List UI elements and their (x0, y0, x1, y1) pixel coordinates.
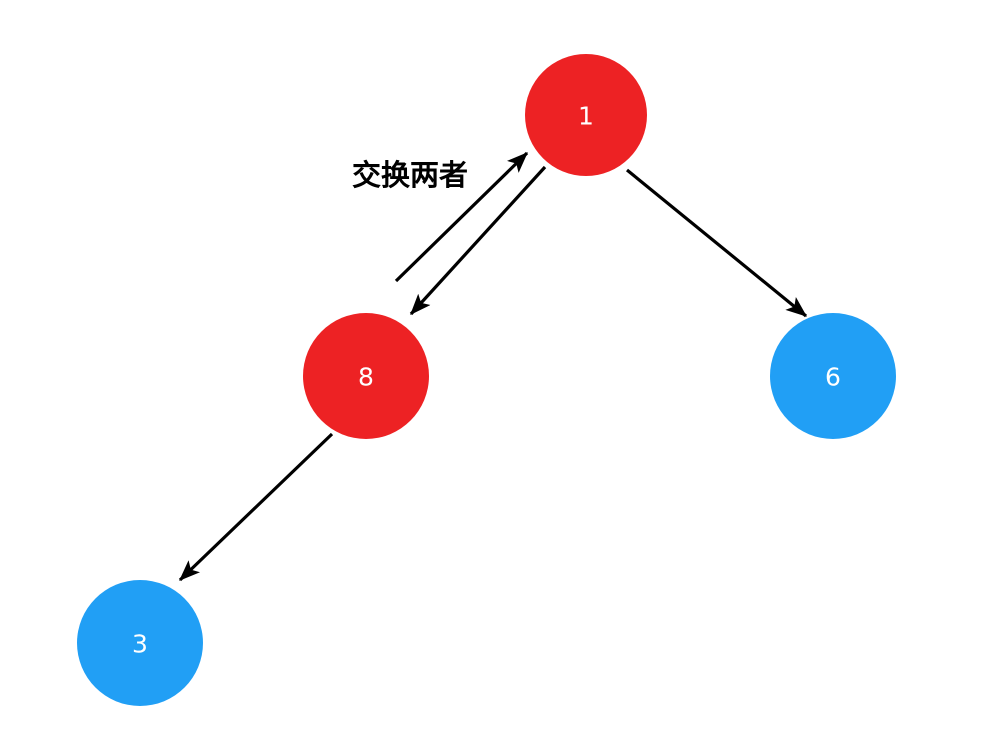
swap-arrows-group (394, 151, 547, 316)
swap-label: 交换两者 (352, 158, 468, 192)
node-8[interactable]: 8 (303, 313, 429, 439)
swap-arrow-up (394, 151, 529, 283)
node-1-circle[interactable] (525, 54, 647, 176)
node-3-circle[interactable] (77, 580, 203, 706)
annotations-group: 交换两者 (352, 158, 468, 192)
node-8-circle[interactable] (303, 313, 429, 439)
node-6[interactable]: 6 (770, 313, 896, 439)
node-3[interactable]: 3 (77, 580, 203, 706)
node-8-label: 8 (358, 363, 374, 392)
node-6-label: 6 (825, 363, 841, 392)
edge-1-to-6 (625, 168, 808, 318)
node-1-label: 1 (578, 102, 594, 131)
edge-8-to-3 (178, 432, 334, 582)
tree-edges-group (178, 168, 808, 582)
node-6-circle[interactable] (770, 313, 896, 439)
node-1[interactable]: 1 (525, 54, 647, 176)
node-3-label: 3 (132, 630, 148, 659)
swap-arrow-down (409, 165, 547, 316)
